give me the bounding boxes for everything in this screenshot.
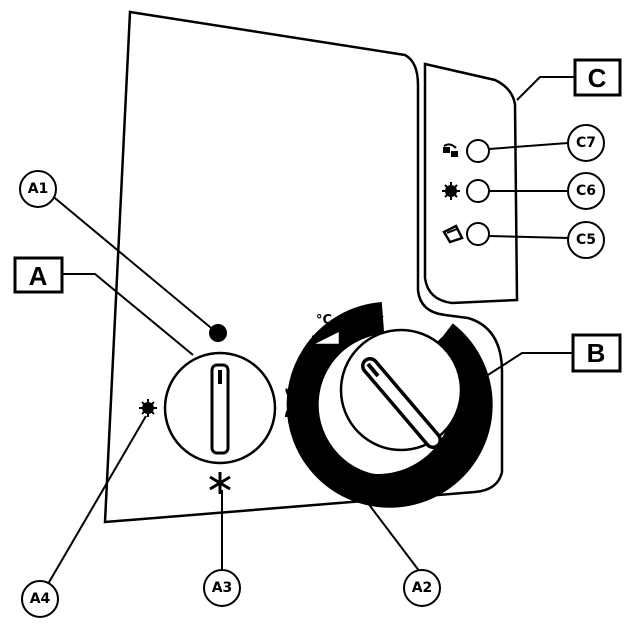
leader-c [516,76,575,101]
knob-b-arc-band [286,302,493,508]
indicator-light-c5[interactable] [466,222,490,246]
knob-a-pointer [210,363,230,455]
callout-a2-label: A2 [412,580,433,596]
label-a: A [29,261,48,291]
panel-c-outline [423,62,519,305]
callout-a4-label: A4 [30,591,51,607]
leader-a [63,273,194,356]
callout-c7-label: C7 [576,135,596,151]
indicator-light-c6[interactable] [466,179,490,203]
label-c: C [588,63,607,93]
callout-c5-label: C5 [576,232,596,248]
callout-a1-label: A1 [28,181,49,197]
temperature-symbol: °C [316,313,332,328]
callout-a3-label: A3 [212,580,233,596]
leader-c7 [488,142,569,150]
callout-c6-label: C6 [576,183,596,199]
callout-a2 [403,569,441,607]
label-box-b [571,333,622,373]
sun-icon [139,399,157,417]
knob-b-pointer [364,360,439,446]
main-panel-outline [103,10,504,524]
callout-a3 [203,569,241,607]
leader-a4 [47,415,147,585]
leader-b [476,352,573,383]
label-box-a [13,256,64,294]
indicator-dot-a1 [209,324,227,342]
indicator-light-c7[interactable] [466,139,490,163]
sun-icon [442,182,460,200]
leader-c5 [488,235,569,239]
callout-a4 [21,580,59,618]
callout-c7 [567,124,605,162]
callout-a1 [19,170,57,208]
temperature-wedge-icon [309,327,342,347]
callout-c5 [567,221,605,259]
label-box-c [573,58,622,97]
callout-c6 [567,172,605,210]
snowflake-icon [209,472,231,494]
label-b: B [587,338,606,368]
defrost-icon [442,224,464,244]
recirculation-icon [443,143,458,157]
leader-a1 [43,188,217,333]
